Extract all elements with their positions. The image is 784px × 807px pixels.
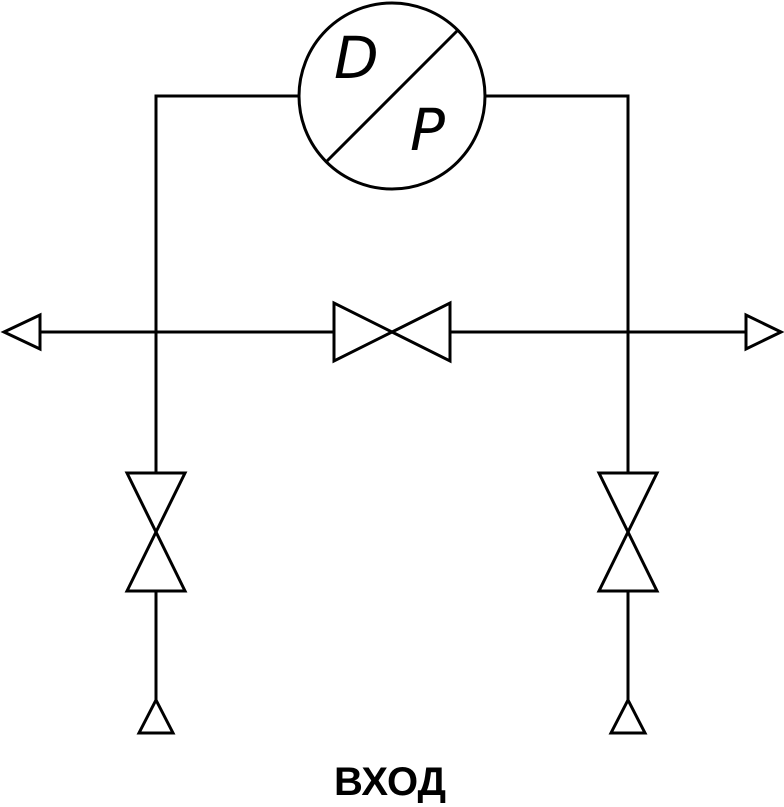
right-impulse-line — [485, 94, 630, 473]
left-vent-arrow — [0, 312, 42, 352]
gauge-diagonal — [324, 28, 460, 164]
right-valve-bottom-triangle — [596, 528, 660, 593]
equalizing-valve-left-triangle — [332, 300, 396, 364]
gauge-label-p: P — [410, 96, 445, 164]
left-valve-bottom-triangle — [124, 528, 188, 593]
left-inlet-arrow — [136, 696, 176, 735]
right-inlet-arrow — [608, 696, 648, 735]
left-impulse-line — [154, 94, 299, 473]
right-valve-top-triangle — [596, 471, 660, 536]
inlet-caption: ВХОД — [334, 760, 446, 804]
equalizing-valve — [332, 300, 452, 364]
left-isolation-valve — [124, 471, 188, 593]
left-valve-top-triangle — [124, 471, 188, 536]
dp-gauge: D P — [297, 1, 487, 191]
gauge-label-d: D — [334, 24, 379, 92]
right-isolation-valve — [596, 471, 660, 593]
equalizing-valve-right-triangle — [388, 300, 452, 364]
right-vent-arrow — [744, 312, 784, 352]
